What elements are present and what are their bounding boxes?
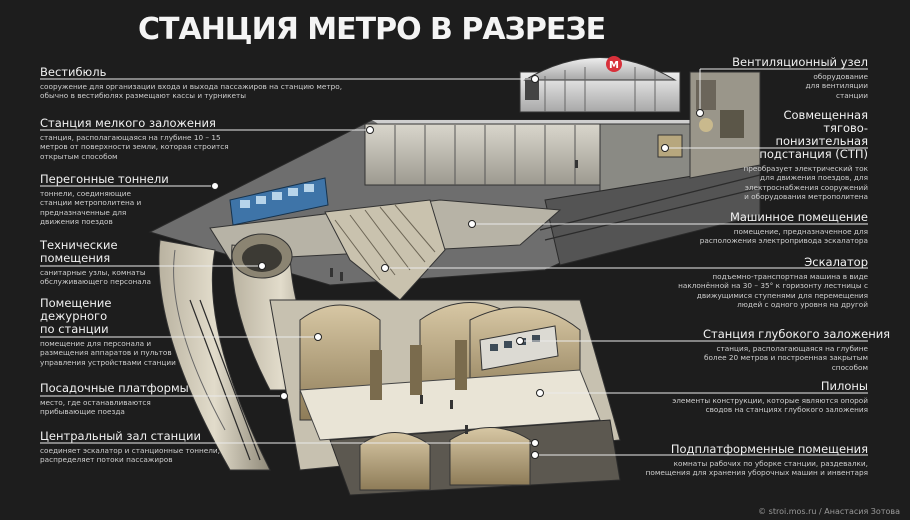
label-escalator-title: Эскалатор: [804, 255, 868, 269]
label-underplatform-desc: комнаты рабочих по уборке станции, разде…: [645, 459, 868, 478]
label-technical-rooms: Технические помещения санитарные узлы, к…: [40, 239, 160, 287]
label-running-tunnels: Перегонные тоннели тоннели, соединяющие …: [40, 172, 169, 227]
label-ventilation-title: Вентиляционный узел: [732, 55, 868, 69]
vestibule-building: М: [519, 56, 681, 113]
label-deep-station-title: Станция глубокого заложения: [703, 327, 891, 341]
rails: [189, 174, 761, 461]
label-platforms: Посадочные платформы место, где останавл…: [40, 381, 189, 417]
label-underplatform-title: Подплатформенные помещения: [670, 442, 868, 456]
label-platforms-desc: место, где останавливаются прибывающие п…: [40, 398, 151, 417]
metro-logo: М: [609, 60, 619, 71]
label-substation-desc: преобразует электрический ток для движен…: [743, 164, 868, 202]
leader-dots: [211, 75, 704, 459]
label-central-hall-desc: соединяет эскалатор и станционные тоннел…: [40, 446, 220, 465]
label-central-hall-title: Центральный зал станции: [40, 429, 201, 443]
label-shallow-station: Станция мелкого заложения станция, распо…: [40, 117, 230, 161]
label-machine-room-desc: помещение, предназначенное для расположе…: [699, 227, 868, 246]
passenger-figures: [330, 160, 578, 434]
label-machine-room-title: Машинное помещение: [729, 210, 868, 224]
label-underplatform: Подплатформенные помещения комнаты рабоч…: [638, 443, 868, 478]
shallow-train: [229, 177, 329, 226]
label-vestibule-desc: сооружение для организации входа и выход…: [40, 82, 343, 101]
label-shallow-station-title: Станция мелкого заложения: [40, 116, 216, 130]
label-central-hall: Центральный зал станции соединяет эскала…: [40, 430, 230, 465]
label-machine-room: Машинное помещение помещение, предназнач…: [688, 211, 868, 246]
image-credit: © stroi.mos.ru / Анастасия Зотова: [758, 507, 900, 516]
label-deep-station: Станция глубокого заложения станция, рас…: [703, 327, 891, 372]
label-duty-room-title: Помещение дежурного по станции: [40, 296, 112, 336]
label-vestibule-title: Вестибюль: [40, 65, 107, 79]
label-duty-room-desc: помещение для персонала и размещения апп…: [40, 339, 176, 367]
label-running-tunnels-title: Перегонные тоннели: [40, 172, 169, 186]
label-technical-rooms-title: Технические помещения: [40, 238, 118, 265]
substation-block: [657, 71, 761, 179]
label-running-tunnels-desc: тоннели, соединяющие станции метрополите…: [40, 189, 142, 227]
deep-station: [269, 299, 621, 496]
label-escalator: Эскалатор подъемно-транспортная машина в…: [678, 256, 868, 310]
label-vestibule: Вестибюль сооружение для организации вхо…: [40, 66, 350, 101]
label-substation-title: Совмещенная тягово-понизительная подстан…: [759, 108, 868, 161]
label-pylons-desc: элементы конструкции, которые являются о…: [672, 396, 868, 415]
label-ventilation: Вентиляционный узел оборудование для вен…: [728, 56, 868, 100]
label-pylons-title: Пилоны: [820, 379, 868, 393]
shallow-station-block: [148, 119, 761, 286]
label-ventilation-desc: оборудование для вентиляции станции: [805, 72, 868, 100]
label-substation: Совмещенная тягово-понизительная подстан…: [693, 109, 868, 202]
label-platforms-title: Посадочные платформы: [40, 381, 189, 395]
leader-lines: [40, 68, 868, 456]
page-title: СТАНЦИЯ МЕТРО В РАЗРЕЗЕ: [138, 12, 606, 47]
label-duty-room: Помещение дежурного по станции помещение…: [40, 297, 190, 367]
label-shallow-station-desc: станция, располагающаяся на глубине 10 –…: [40, 133, 229, 161]
label-deep-station-desc: станция, располагающаяся на глубине боле…: [703, 344, 868, 372]
label-escalator-desc: подъемно-транспортная машина в виде накл…: [678, 272, 868, 310]
label-technical-rooms-desc: санитарные узлы, комнаты обслуживающего …: [40, 268, 151, 287]
label-pylons: Пилоны элементы конструкции, которые явл…: [648, 380, 868, 415]
